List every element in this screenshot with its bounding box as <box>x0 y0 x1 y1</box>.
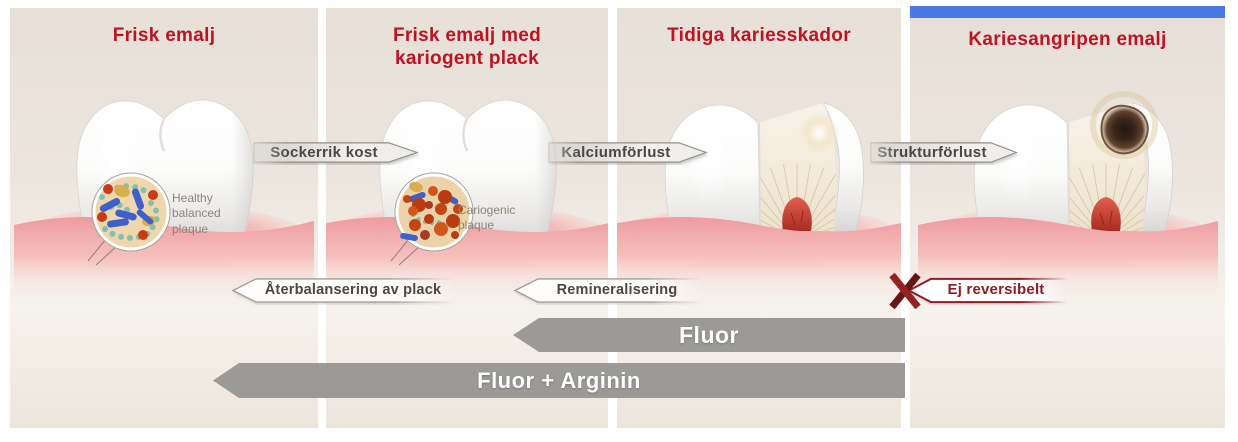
fluor-bar: Fluor <box>513 318 905 352</box>
cut-face <box>1066 103 1145 231</box>
bar-label: Fluor <box>679 321 739 348</box>
blue-accent-bar <box>910 6 1225 18</box>
arrow-label: Kalciumförlust <box>561 144 671 161</box>
arrow-kalciumforlust: Kalciumförlust <box>548 140 708 165</box>
cariogenic-bacteria <box>403 186 463 240</box>
panel-frisk-emalj: Frisk emalj <box>10 8 318 428</box>
plaque-magnifier-inset-icon <box>87 172 171 266</box>
tooth-front-half <box>973 104 1070 241</box>
arrow-remineralisering: Remineralisering <box>510 276 706 305</box>
arrow-aterbalansering: Återbalansering av plack <box>228 276 460 305</box>
inset-caption-line: balanced <box>172 206 221 221</box>
arrow-shape <box>253 142 419 163</box>
arrow-shape <box>513 278 704 303</box>
panel-title-line: Kariesangripen emalj <box>968 29 1167 50</box>
inset-caption-line: Healthy <box>172 191 213 205</box>
panel-kariesangripen-emalj: Kariesangripen emalj <box>910 18 1225 428</box>
panel-title: Frisk emalj med kariogent plack <box>326 24 608 70</box>
panel-title: Kariesangripen emalj <box>910 28 1225 51</box>
white-spot-lesion <box>798 112 840 154</box>
bar-label: Fluor + Arginin <box>477 367 641 393</box>
panel-title: Frisk emalj <box>10 24 318 47</box>
early-caries-tooth-illustration <box>617 102 901 303</box>
arrow-label: Ej reversibelt <box>947 281 1045 298</box>
arrow-sockerrik-kost: Sockerrik kost <box>253 140 419 165</box>
cut-face <box>758 103 840 231</box>
arrow-label: Sockerrik kost <box>270 144 378 161</box>
inset-caption-line: Cariogenic <box>458 203 516 217</box>
panel-title-line: kariogent plack <box>395 48 539 70</box>
pulp <box>1090 197 1121 231</box>
panel-title-line: Frisk emalj med <box>392 25 542 46</box>
panel-title-line: Frisk emalj <box>112 25 216 46</box>
healthy-tooth-illustration <box>14 99 314 303</box>
panel-title: Tidiga kariesskador <box>617 24 901 47</box>
gum <box>14 217 314 303</box>
pulp <box>782 197 812 231</box>
arrow-shape <box>231 278 458 303</box>
arrow-strukturforlust: Strukturförlust <box>870 140 1018 165</box>
inset-caption: Healthy balanced plaque <box>172 191 221 237</box>
inset-caption: Cariogenic plaque <box>458 203 515 234</box>
plaque-magnifier-inset-icon <box>390 172 474 266</box>
arrow-shape <box>548 142 708 163</box>
panel-title-line: Tidiga kariesskador <box>667 25 851 46</box>
panel-tidiga-kariesskador: Tidiga kariesskador <box>617 8 901 428</box>
fluor-arginin-bar: Fluor + Arginin <box>213 363 905 398</box>
inset-caption-line: plaque <box>172 221 209 236</box>
arrow-label: Strukturförlust <box>877 144 987 161</box>
inset-caption-line: plaque <box>458 218 495 233</box>
arrow-label: Remineralisering <box>556 281 678 298</box>
x-mark-icon <box>889 272 921 310</box>
cavity-spot <box>1089 91 1158 159</box>
tooth-front-half <box>664 104 761 241</box>
arrow-shape <box>870 142 1018 163</box>
arrow-label: Återbalansering av plack <box>264 281 442 298</box>
arrow-ej-reversibelt: Ej reversibelt <box>903 276 1071 305</box>
